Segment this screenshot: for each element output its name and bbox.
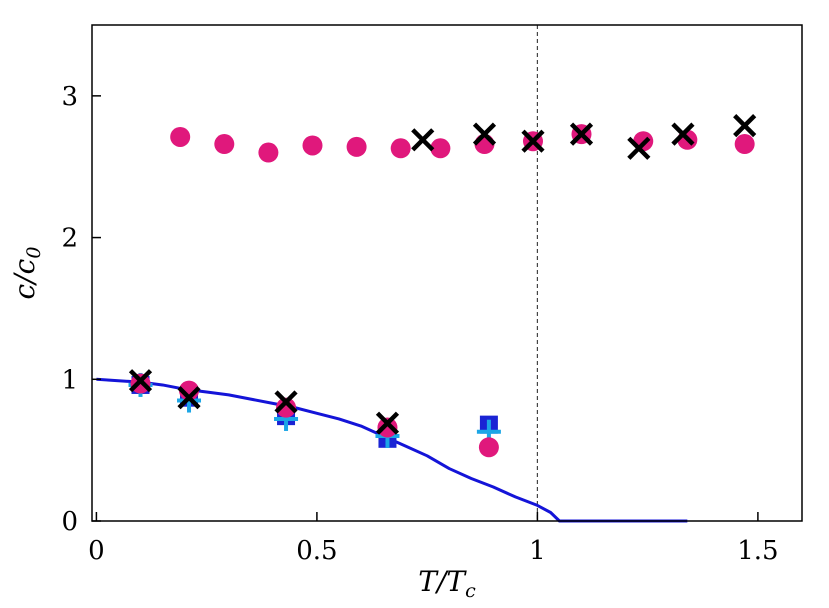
y-axis-label: c/c0 [8, 247, 45, 300]
x-axis-label-main: T/T [418, 565, 467, 598]
cross-marker [177, 386, 201, 410]
circle-marker [430, 138, 451, 159]
cross-marker [521, 129, 545, 153]
circle-marker [276, 397, 297, 418]
cross-marker [569, 122, 594, 146]
cross-marker [375, 411, 400, 435]
axes-frame [91, 24, 803, 522]
circle-marker [377, 417, 398, 438]
y-axis-label-sub: 0 [23, 247, 45, 259]
circle-marker [346, 136, 367, 157]
cross-marker [671, 122, 695, 146]
ticks: 0 0.5 1 1.5 0 1 2 3 [61, 82, 778, 566]
x-tick-label: 1.5 [737, 536, 778, 566]
circle-marker [390, 138, 411, 159]
cross-marker [411, 128, 435, 152]
cross-marker [733, 114, 757, 138]
circle-marker [302, 135, 323, 156]
circle-marker [734, 134, 755, 155]
x-axis-label-sub: c [465, 580, 476, 602]
y-tick-label: 2 [61, 224, 78, 254]
y-tick-label: 1 [61, 365, 78, 395]
x-tick-label: 1 [529, 536, 546, 566]
y-tick-label: 3 [61, 82, 78, 112]
circle-marker [258, 142, 279, 163]
cross-marker [274, 390, 298, 414]
cross-marker [472, 122, 497, 146]
cross-marker [627, 136, 651, 160]
x-tick-label: 0.5 [296, 536, 337, 566]
x-axis-label: T/Tc [418, 565, 476, 602]
x-tick-label: 0 [88, 536, 105, 566]
circle-marker [214, 134, 235, 155]
cross-marker [128, 369, 153, 393]
circle-marker [478, 437, 499, 458]
circle-marker [170, 126, 191, 147]
y-axis-label-main: c/c [8, 258, 41, 299]
y-tick-label: 0 [61, 507, 78, 537]
plot-area [96, 25, 757, 523]
